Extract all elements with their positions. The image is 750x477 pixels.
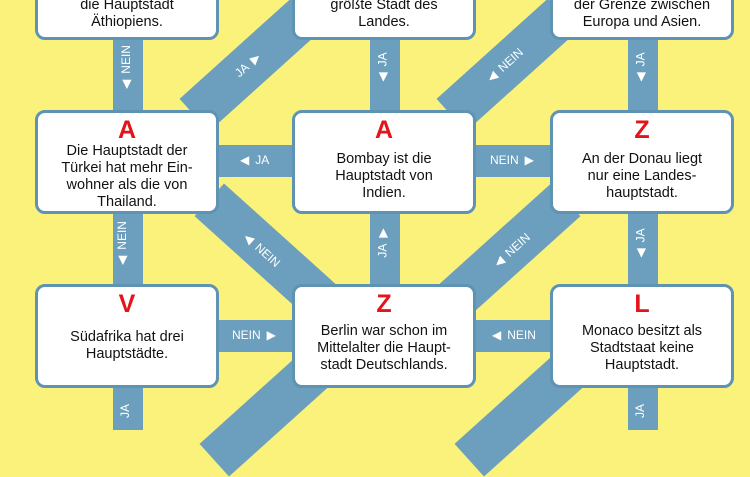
box-line: Südafrika hat drei [70,329,184,345]
label-text: JA [375,243,390,258]
connector-v-top-left [113,30,143,120]
box-line: die Hauptstadt [80,0,174,13]
box-line: Thailand. [97,194,157,210]
box-line: Landes. [358,14,410,30]
label-v-mid-mid: JA ▶ [376,228,390,257]
box-line: Stadtstaat keine [590,340,694,356]
label-text: JA [633,52,648,67]
label-h-mid-right: NEIN ▶ [490,153,534,167]
label-h-bot-right: ◀ NEIN [492,328,536,342]
connector-h-bot-right [475,320,560,352]
box-line: Bombay ist die [336,151,432,167]
arrow-left-icon: ◀ [492,328,502,342]
box-line: Monaco besitzt als [581,323,703,339]
box-line: Berlin war schon im [320,323,448,339]
label-text: NEIN [232,328,261,342]
label-v-bot-right: JA [633,404,647,418]
box-line: Äthiopiens. [91,14,163,30]
solution-letter: L [634,290,650,318]
label-v-top-right: ◀ JA [634,52,648,81]
arrow-down-icon: ◀ [633,72,648,82]
connector-v-top-mid [370,30,400,120]
label-text: JA [118,403,133,419]
box-line: wohner als die von [66,177,188,193]
solution-letter: Z [376,290,392,318]
box-line: Indien. [362,185,406,201]
arrow-right-icon: ▶ [266,328,276,342]
arrow-down-icon: ◀ [633,248,648,258]
box-line: stadt Deutschlands. [320,357,448,373]
label-v-mid-left: ◀ NEIN [115,221,129,265]
box-line: Hauptstadt von [335,168,433,184]
label-v-mid-right: ◀ JA [634,228,648,257]
solution-letter: V [118,290,136,318]
connector-v-mid-right [628,205,658,295]
box-line: An der Donau liegt [581,151,703,167]
connector-h-mid-right [475,145,560,177]
box-line: Europa und Asien. [582,14,702,30]
box-line: Die Hauptstadt der [66,143,188,159]
label-text: NEIN [490,153,519,167]
arrow-left-icon: ◀ [240,153,250,167]
box-line: Hauptstädte. [85,346,169,362]
connector-h-mid-left [215,145,300,177]
label-text: NEIN [114,221,129,250]
label-text: JA [633,403,648,419]
box-line: Mittelalter die Haupt- [317,340,451,356]
label-v-bot-left: JA [118,404,132,418]
box-line: nur eine Landes- [587,168,697,184]
connector-v-mid-mid [370,205,400,295]
arrow-right-icon: ▶ [524,153,534,167]
solution-letter: A [374,116,394,144]
label-v-top-mid: ◀ JA [376,52,390,81]
box-line: der Grenze zwischen [573,0,711,13]
arrow-up-icon: ▶ [375,228,390,238]
label-text: JA [255,153,270,167]
label-h-mid-left: ◀ JA [240,153,269,167]
connector-v-mid-left [113,205,143,295]
label-text: JA [375,52,390,67]
arrow-down-icon: ◀ [375,72,390,82]
arrow-down-icon: ◀ [118,79,133,89]
box-line: hauptstadt. [606,185,678,201]
solution-letter: Z [634,116,650,144]
box-line: größte Stadt des [330,0,438,13]
label-text: NEIN [118,45,133,74]
connector-h-bot-left [215,320,300,352]
solution-letter: A [117,116,137,144]
label-h-bot-left: NEIN ▶ [232,328,276,342]
label-v-top-left: ◀ NEIN [119,45,133,89]
label-text: JA [633,228,648,243]
box-line: Türkei hat mehr Ein- [61,160,193,176]
label-text: NEIN [507,328,536,342]
connector-v-top-right [628,30,658,120]
box-line: Hauptstadt. [604,357,680,373]
arrow-down-icon: ◀ [114,255,129,265]
